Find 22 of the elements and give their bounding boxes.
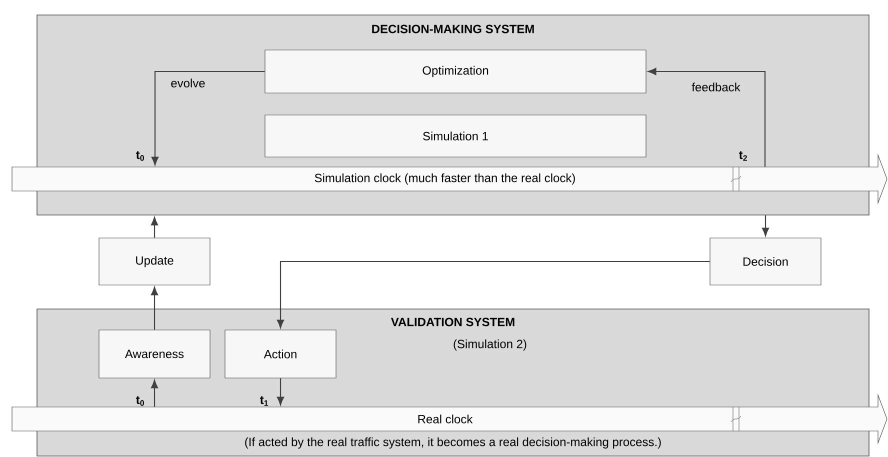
arrow (150, 380, 158, 407)
arrow (151, 70, 265, 166)
arrow (762, 215, 770, 236)
arrow (276, 378, 284, 406)
process-box: Update (98, 238, 210, 286)
time-label: t$_{0}$ (136, 151, 144, 161)
edge-label: evolve (170, 78, 206, 88)
arrow (150, 286, 158, 330)
arrow (648, 68, 766, 167)
process-box: Action (224, 330, 336, 378)
time-label: t$_{0}$ (136, 396, 144, 406)
arrow (276, 260, 710, 328)
process-box: Awareness (98, 330, 210, 378)
node-label: Simulation clock (much faster than the real clock) (314, 173, 575, 185)
edge-label: feedback (690, 82, 742, 92)
time-label: t$_{2}$ (739, 151, 747, 161)
arrow (150, 216, 158, 238)
time-label: t$_{1}$ (260, 396, 268, 406)
node-label: Real clock (418, 414, 473, 424)
process-box: Simulation 1 (264, 114, 646, 158)
process-box: Decision (710, 238, 822, 286)
process-box: Optimization (264, 50, 646, 94)
